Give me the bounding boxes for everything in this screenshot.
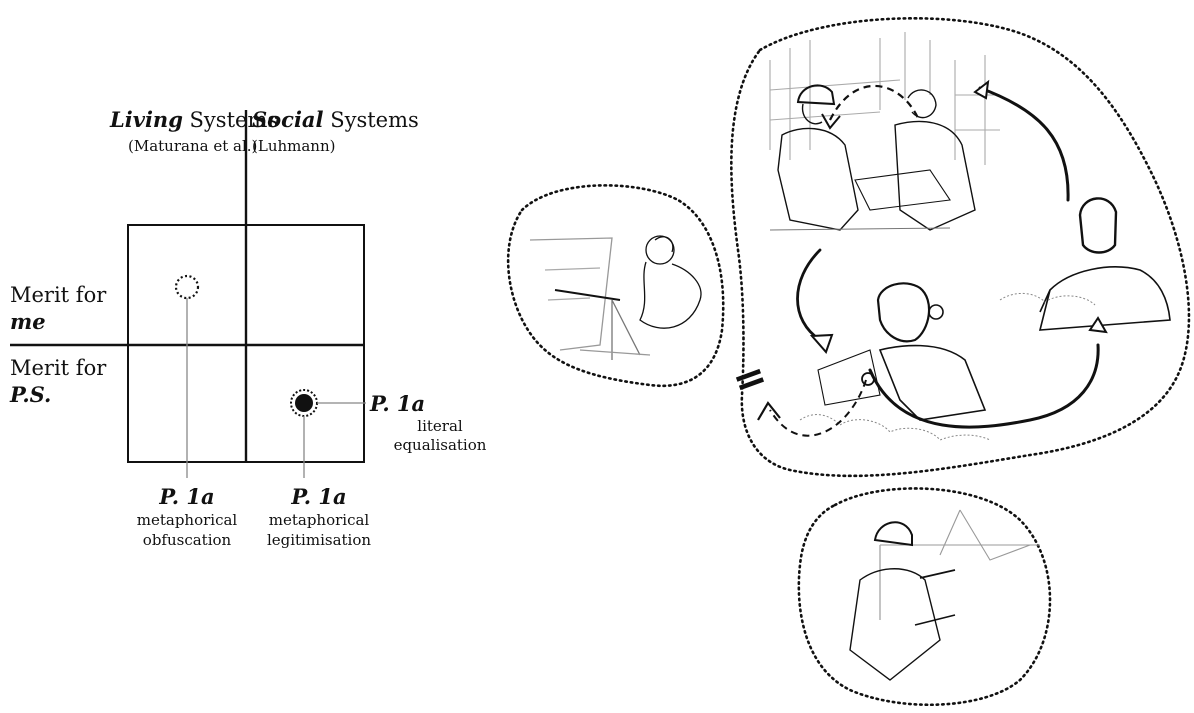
living-bold: Living [110, 107, 183, 132]
social-bold: Social [252, 107, 324, 132]
merit-who-ps-text: P.S. [10, 382, 51, 407]
legitimisation-callout-code: P. 1a [254, 485, 384, 509]
cycle-arrow-bottom [870, 345, 1098, 427]
merit-label-ps: Merit for [10, 356, 106, 380]
dashed-arrow-bottom [770, 380, 866, 436]
cycle-arrow-top [980, 88, 1068, 200]
painter-scene-outline [508, 185, 723, 385]
literal-callout-line1: literal [385, 418, 495, 435]
obfuscation-callout-line2: obfuscation [127, 532, 247, 549]
legitimisation-callout-line2: legitimisation [254, 532, 384, 549]
painter-sketch [530, 236, 701, 360]
social-systems-heading: Social Systems [252, 108, 419, 132]
systems-illustration [508, 18, 1189, 704]
literal-callout-code: P. 1a [370, 392, 425, 416]
legitimisation-callout-line1: metaphorical [254, 512, 384, 529]
social-systems-reference: (Luhmann) [252, 138, 335, 155]
engineer-sketch [850, 510, 1040, 680]
merit-label-me: Merit for [10, 283, 106, 307]
drawing-person-sketch [818, 283, 985, 420]
social-rest: Systems [324, 108, 419, 132]
cycle-arrowhead-top [975, 82, 988, 98]
obfuscation-callout-line1: metaphorical [127, 512, 247, 529]
literal-equalisation-point [295, 394, 313, 412]
architects-scene-outline [731, 18, 1189, 476]
suited-man-sketch [1040, 198, 1170, 330]
merit-who-ps: P.S. [10, 383, 51, 407]
literal-callout-line2: equalisation [385, 437, 495, 454]
cycle-arrow-left [798, 250, 821, 340]
metaphorical-obfuscation-point [176, 276, 198, 298]
living-systems-reference: (Maturana et al.) [128, 138, 257, 155]
architects-sketch [770, 85, 975, 230]
merit-who-me: me [10, 310, 46, 334]
engineer-scene-outline [799, 488, 1050, 704]
buildings-sketch [770, 32, 1000, 165]
cycle-arrowhead-left [812, 335, 832, 352]
obfuscation-callout-code: P. 1a [127, 485, 247, 509]
dashed-arrowhead-bottom [758, 403, 780, 420]
